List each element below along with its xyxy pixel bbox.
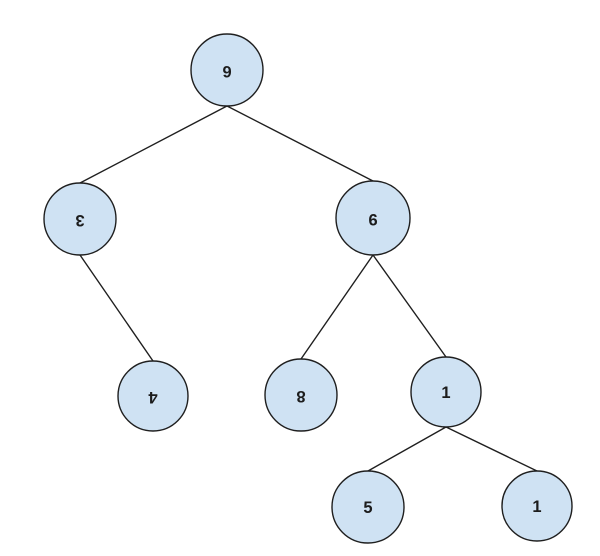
tree-node-5: 5: [331, 470, 405, 544]
tree-node-root-6: 6: [190, 33, 264, 107]
tree-node-label: 6: [222, 62, 231, 80]
tree-node-circle: [117, 360, 189, 432]
tree-edge-6-9: [226, 105, 374, 182]
tree-node-label: 3: [75, 211, 84, 229]
tree-edge-1-1: [445, 426, 538, 472]
tree-edge-9-8: [300, 254, 374, 360]
tree-edge-3-4: [79, 254, 154, 362]
tree-node-label: 4: [148, 388, 158, 406]
tree-node-circle: [410, 356, 482, 428]
tree-node-label: 5: [363, 499, 372, 517]
tree-node-circle: [43, 182, 117, 256]
tree-node-circle: [501, 470, 573, 542]
tree-edge-1-5: [367, 426, 447, 472]
tree-node-label: 9: [368, 210, 377, 228]
tree-node-label: 8: [296, 387, 305, 405]
tree-node-circle: [335, 180, 411, 256]
tree-node-1-right: 1: [501, 470, 573, 542]
tree-node-3: 3: [43, 182, 117, 256]
tree-node-label: 1: [441, 384, 450, 402]
tree-node-label: 1: [532, 498, 541, 516]
tree-node-circle: [264, 358, 338, 432]
tree-edges: [79, 105, 538, 472]
tree-edge-9-1: [372, 254, 447, 358]
tree-node-8: 8: [264, 358, 338, 432]
tree-node-circle: [190, 33, 264, 107]
tree-node-1-mid: 1: [410, 356, 482, 428]
tree-edge-6-3: [79, 105, 228, 184]
tree-node-circle: [331, 470, 405, 544]
tree-node-9: 9: [335, 180, 411, 256]
tree-node-4: 4: [117, 360, 189, 432]
